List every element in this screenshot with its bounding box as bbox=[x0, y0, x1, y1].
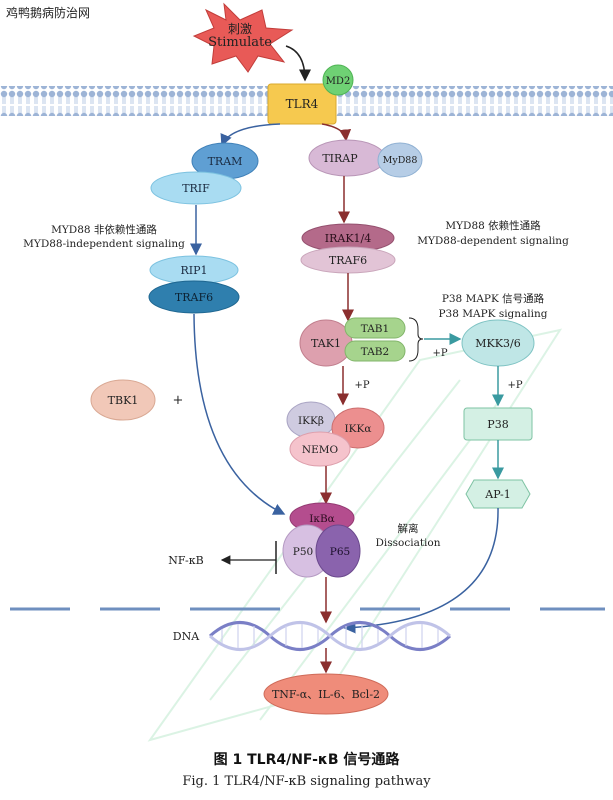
p65-node bbox=[315, 524, 361, 578]
md2-circle bbox=[322, 64, 354, 96]
p50-label: P50 bbox=[293, 546, 313, 558]
site-label: 鸡鸭鹅病防治网 bbox=[6, 6, 91, 20]
p38-label: P38 bbox=[487, 418, 508, 431]
phospho-mkk-p38: +P bbox=[507, 380, 522, 391]
mkk-label: MKK3/6 bbox=[475, 337, 520, 350]
ikka-label: IKKα bbox=[345, 423, 372, 435]
phospho-tak1-ikk: +P bbox=[354, 380, 369, 391]
irak-label: IRAK1/4 bbox=[325, 232, 372, 245]
tab2-node bbox=[344, 340, 406, 362]
arrow-tlr4-tirap bbox=[321, 123, 352, 142]
plus-sign: + bbox=[173, 393, 184, 408]
dna-helix bbox=[208, 621, 452, 651]
p65-label: P65 bbox=[330, 546, 350, 558]
dependent-label-zh: MYD88 依赖性通路 bbox=[445, 219, 541, 232]
tab-brace bbox=[408, 317, 424, 362]
caption-zh: 图 1 TLR4/NF-κB 信号通路 bbox=[213, 752, 400, 768]
output-node bbox=[263, 673, 389, 715]
tirap-label: TIRAP bbox=[322, 152, 358, 165]
traf6-dep-label: TRAF6 bbox=[329, 254, 367, 267]
nemo-node bbox=[289, 431, 351, 467]
stimulus-zh: 刺激 bbox=[228, 22, 252, 36]
tab1-label: TAB1 bbox=[361, 323, 389, 335]
arrow-tlr4-tram bbox=[220, 123, 281, 147]
caption-en: Fig. 1 TLR4/NF-κB signaling pathway bbox=[182, 774, 431, 789]
stimulus-star bbox=[192, 2, 294, 73]
dissociation-en: Dissociation bbox=[375, 537, 440, 549]
arrow-ap1-dna bbox=[343, 507, 499, 634]
stimulus-en: Stimulate bbox=[208, 35, 272, 50]
tab1-node bbox=[344, 317, 406, 339]
nemo-label: NEMO bbox=[302, 444, 339, 456]
tbk1-node bbox=[90, 379, 156, 421]
dissociation-zh: 解离 bbox=[398, 522, 419, 535]
trif-label: TRIF bbox=[182, 182, 210, 195]
traf6-indep-label: TRAF6 bbox=[175, 291, 213, 304]
rip1-label: RIP1 bbox=[180, 264, 207, 277]
dna-label: DNA bbox=[173, 630, 200, 643]
independent-label-en: MYD88-independent signaling bbox=[23, 238, 185, 250]
p38-path-label-en: P38 MAPK signaling bbox=[438, 308, 547, 320]
dependent-label-en: MYD88-dependent signaling bbox=[417, 235, 569, 247]
ikba-label: IκBα bbox=[309, 513, 335, 525]
tbk1-label: TBK1 bbox=[108, 394, 139, 407]
independent-label-zh: MYD88 非依赖性通路 bbox=[51, 223, 157, 236]
output-label: TNF-α、IL-6、Bcl-2 bbox=[272, 688, 380, 701]
traf6-indep-node bbox=[148, 280, 240, 314]
ap1-node bbox=[465, 479, 531, 509]
md2-label: MD2 bbox=[326, 76, 351, 87]
ap1-label: AP-1 bbox=[484, 488, 510, 501]
ikka-node bbox=[331, 407, 385, 449]
p38-path-label-zh: P38 MAPK 信号通路 bbox=[442, 292, 545, 305]
tab2-label: TAB2 bbox=[361, 346, 389, 358]
tlr4-nfkb-pathway-diagram: 刺激 Stimulate TLR4 MD2 TRAM TRIF MYD88 非依… bbox=[0, 2, 613, 742]
ikkb-label: IKKβ bbox=[298, 415, 324, 427]
phospho-tab-mkk: +P bbox=[432, 348, 447, 359]
tram-label: TRAM bbox=[208, 155, 243, 168]
tlr4-box bbox=[267, 83, 337, 125]
nfkb-label: NF-κB bbox=[168, 554, 203, 567]
arrow-stimulus-tlr4 bbox=[285, 45, 311, 82]
trif-node bbox=[150, 171, 242, 205]
myd88-label: MyD88 bbox=[383, 155, 418, 166]
arrow-traf6-ikba bbox=[193, 313, 286, 515]
myd88-node bbox=[377, 142, 423, 178]
tak1-label: TAK1 bbox=[311, 337, 341, 350]
tlr4-label: TLR4 bbox=[286, 97, 319, 111]
